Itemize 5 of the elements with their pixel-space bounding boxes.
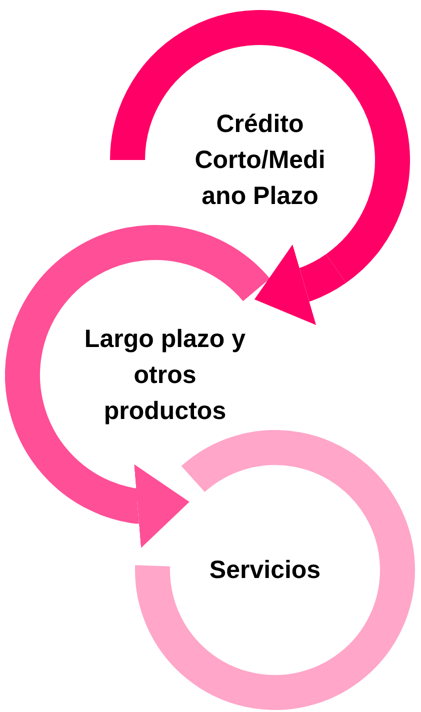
node-label: Servicios — [208, 555, 322, 586]
arrow — [99, 464, 190, 548]
node-label: Crédito Corto/Mediano Plazo — [194, 109, 326, 212]
node-label: Largo plazo y otros productos — [83, 324, 247, 427]
arrow — [254, 244, 346, 326]
